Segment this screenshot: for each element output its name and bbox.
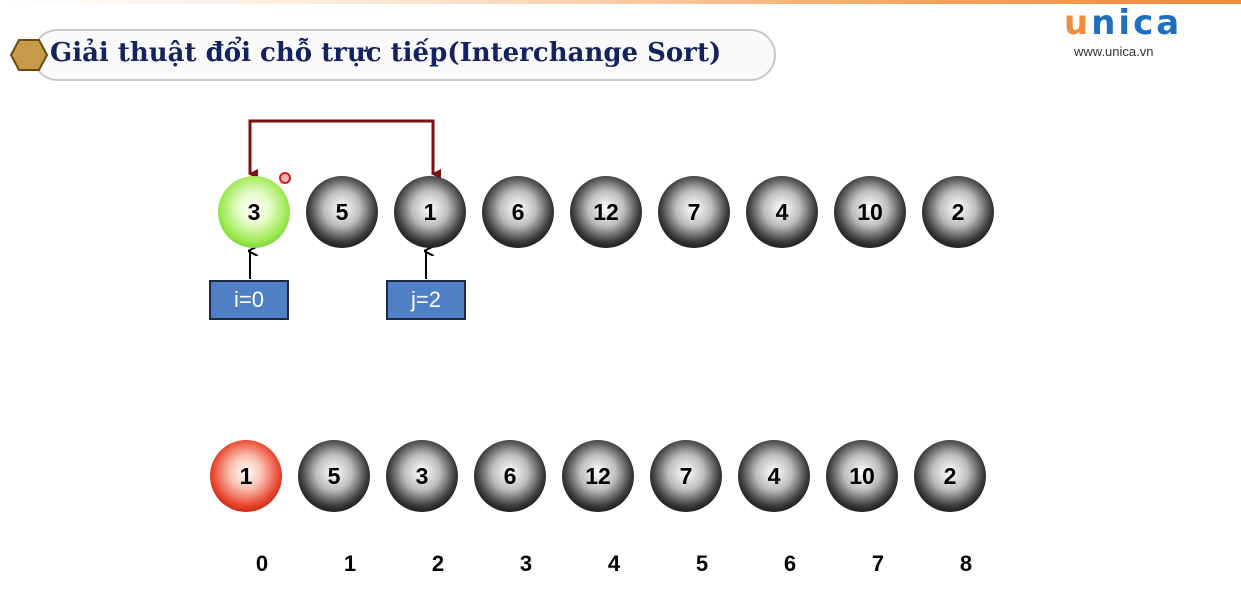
- bottom-node-4: [562, 440, 634, 512]
- bottom-node-value-7: 10: [849, 463, 875, 489]
- bottom-node-5: [650, 440, 722, 512]
- top-row: 3 5 1 6 12 7 4 10 2: [218, 176, 994, 248]
- hexagon-icon: [10, 39, 48, 71]
- top-node-value-5: 7: [688, 199, 701, 225]
- index-label-1: 1: [343, 551, 357, 576]
- title-banner: [32, 29, 776, 81]
- top-node-7: [834, 176, 906, 248]
- index-label-0: 0: [255, 551, 269, 576]
- top-node-8: [922, 176, 994, 248]
- top-node-6: [746, 176, 818, 248]
- cursor-dot: [279, 172, 291, 184]
- top-node-value-3: 6: [512, 199, 525, 225]
- top-node-value-6: 4: [776, 199, 789, 225]
- index-label-7: 7: [871, 551, 885, 576]
- top-node-4: [570, 176, 642, 248]
- top-node-value-1: 5: [336, 199, 349, 225]
- top-node-value-4: 12: [593, 199, 619, 225]
- swap-connector-arrow: [248, 119, 441, 179]
- bottom-node-value-5: 7: [680, 463, 693, 489]
- bottom-node-3: [474, 440, 546, 512]
- bottom-node-2: [386, 440, 458, 512]
- i-label-box: i=0: [209, 280, 289, 320]
- index-label-6: 6: [783, 551, 797, 576]
- top-node-5: [658, 176, 730, 248]
- top-node-value-2: 1: [424, 199, 437, 225]
- page-title: Giải thuật đổi chỗ trực tiếp(Interchange…: [50, 38, 722, 68]
- logo-url: www.unica.vn: [1074, 44, 1154, 59]
- bottom-node-value-0: 1: [240, 463, 253, 489]
- bottom-node-value-8: 2: [944, 463, 957, 489]
- index-label-5: 5: [695, 551, 709, 576]
- top-node-1: [306, 176, 378, 248]
- bottom-node-0: [210, 440, 282, 512]
- bottom-node-value-3: 6: [504, 463, 517, 489]
- bottom-node-value-1: 5: [328, 463, 341, 489]
- bottom-node-value-2: 3: [416, 463, 429, 489]
- j-label-box: j=2: [386, 280, 466, 320]
- bottom-node-value-6: 4: [768, 463, 781, 489]
- bottom-node-7: [826, 440, 898, 512]
- index-label-2: 2: [431, 551, 445, 576]
- unica-logo[interactable]: unica: [1064, 3, 1183, 43]
- bottom-node-value-4: 12: [585, 463, 611, 489]
- top-node-value-8: 2: [952, 199, 965, 225]
- index-label-4: 4: [607, 551, 621, 576]
- index-label-3: 3: [519, 551, 533, 576]
- top-node-3: [482, 176, 554, 248]
- top-node-0: [218, 176, 290, 248]
- bottom-node-8: [914, 440, 986, 512]
- bottom-row: 1 5 3 6 12 7 4 10 2: [210, 440, 986, 512]
- top-node-value-0: 3: [248, 199, 261, 225]
- top-node-value-7: 10: [857, 199, 883, 225]
- bottom-node-1: [298, 440, 370, 512]
- top-node-2: [394, 176, 466, 248]
- index-label-8: 8: [959, 551, 973, 576]
- top-accent-bar: [0, 0, 1241, 4]
- bottom-node-6: [738, 440, 810, 512]
